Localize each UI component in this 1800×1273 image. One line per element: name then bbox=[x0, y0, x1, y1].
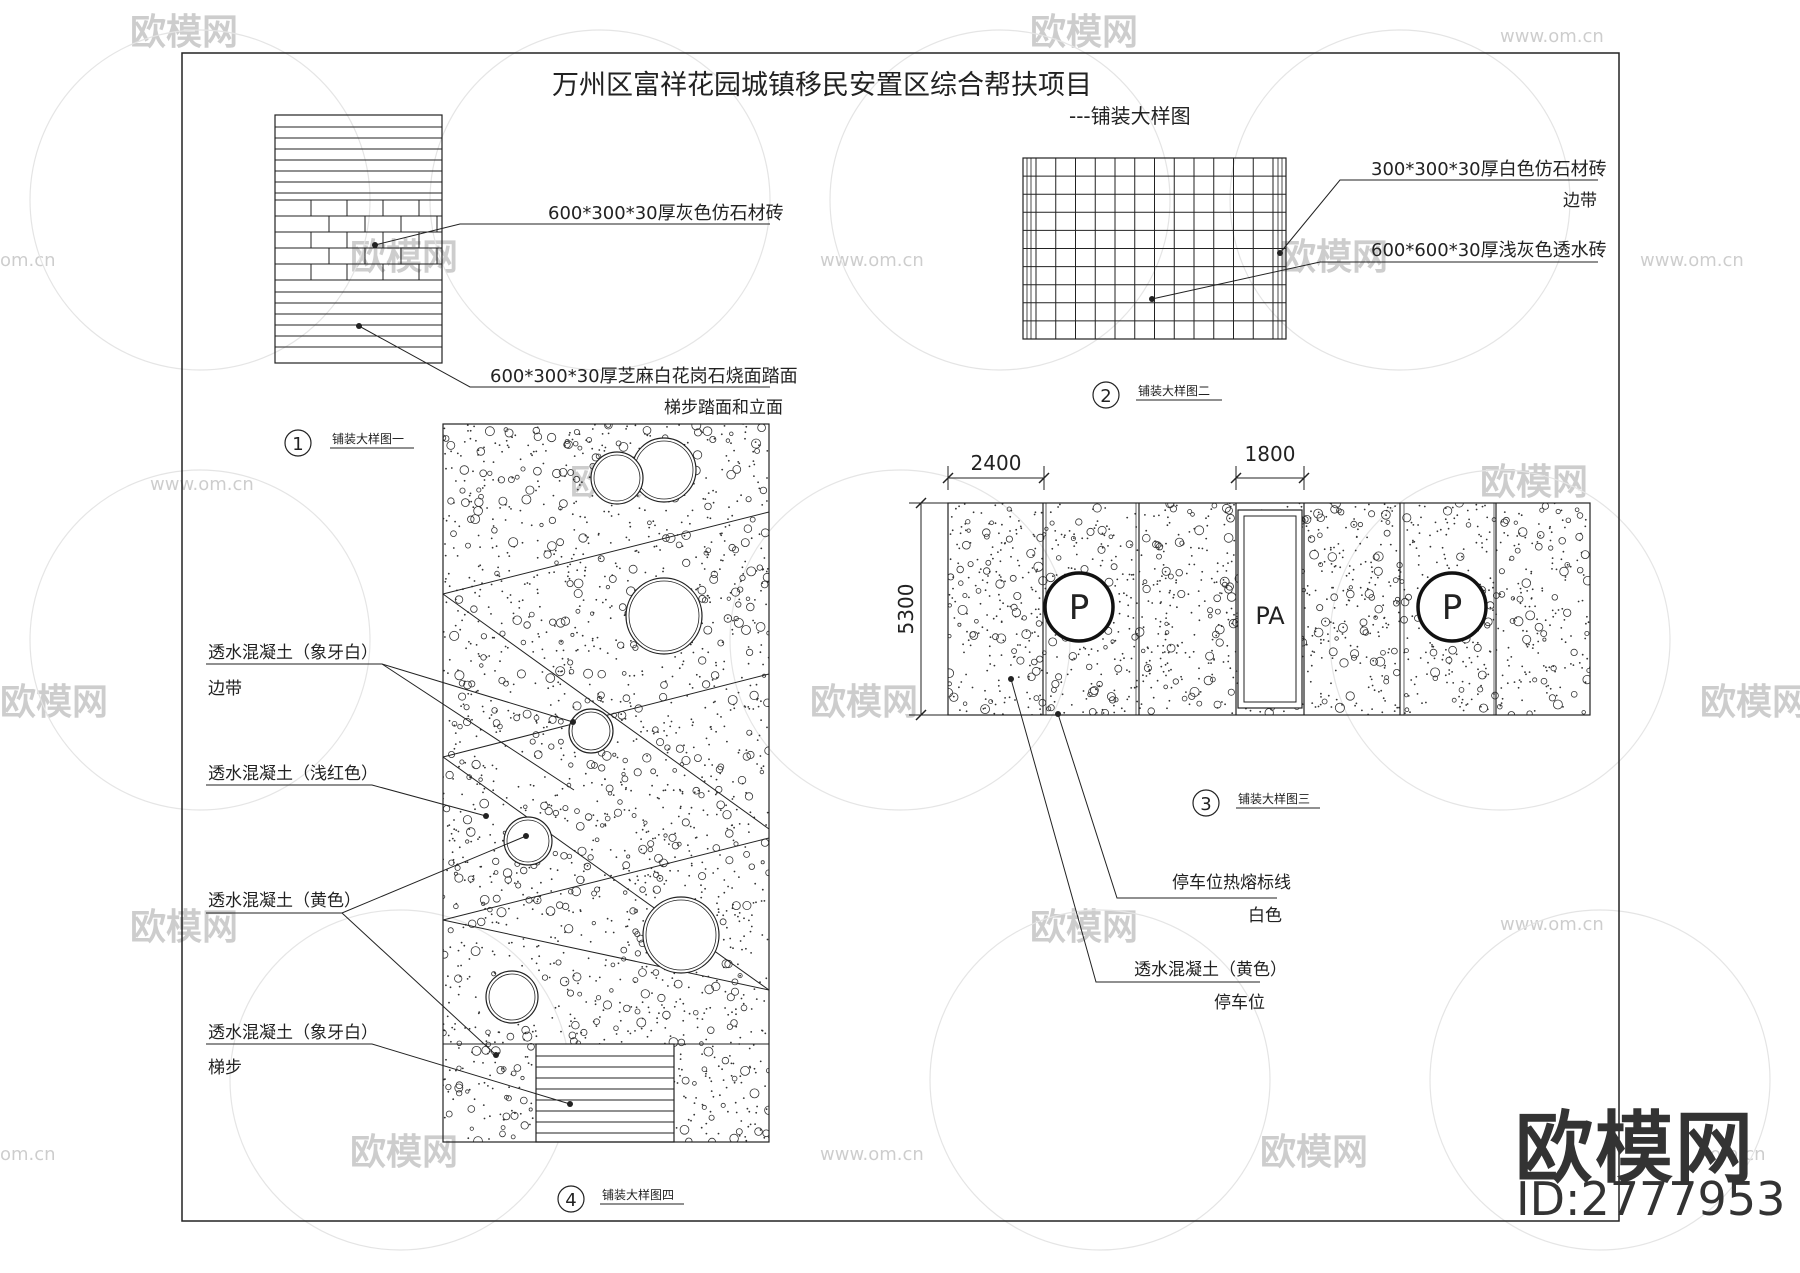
detail-1-caption: 铺装大样图一 bbox=[332, 431, 404, 446]
parking-symbol-2: P bbox=[1442, 588, 1463, 628]
detail-3: PA P P 2400 1800 5300 停车位热熔标线 白色 透水混凝土（黄… bbox=[894, 442, 1591, 1013]
dim-height-5300: 5300 bbox=[894, 584, 918, 635]
color-band-lines bbox=[442, 437, 770, 1045]
running-bond-tiles bbox=[275, 199, 442, 281]
dim-width-1800: 1800 bbox=[1245, 442, 1296, 466]
watermark-url-text: www.om.cn bbox=[820, 1144, 924, 1165]
watermark-brand-text: 欧模网 bbox=[130, 907, 238, 948]
watermark-url-text: www.om.cn bbox=[1500, 914, 1604, 935]
detail-1-label-granite: 600*300*30厚芝麻白花岗石烧面踏面 bbox=[490, 366, 798, 387]
sheet-border bbox=[181, 52, 1620, 1222]
drawing-subtitle: ---铺装大样图 bbox=[1069, 104, 1191, 128]
detail-3-caption: 铺装大样图三 bbox=[1238, 791, 1310, 806]
watermark-brand-text: 欧模网 bbox=[1280, 237, 1388, 278]
detail-3-label-concrete-sub: 停车位 bbox=[1214, 993, 1265, 1013]
detail-4-number: 4 bbox=[565, 1190, 576, 1211]
parking-symbol-circle-2 bbox=[1416, 571, 1488, 643]
detail-2-number: 2 bbox=[1100, 386, 1111, 407]
watermark-url-short-text: om.cn bbox=[1710, 1144, 1766, 1165]
step-lines bbox=[536, 1055, 674, 1134]
watermark-brand-text: 欧模网 bbox=[350, 237, 458, 278]
watermark-url-text: www.om.cn bbox=[1640, 250, 1744, 271]
watermark-brand-text: 欧模网 bbox=[1030, 907, 1138, 948]
detail-2-label-border: 300*300*30厚白色仿石材砖 bbox=[1371, 159, 1607, 180]
detail-4-label-red: 透水混凝土（浅红色） bbox=[208, 764, 378, 784]
pa-bay-box bbox=[1237, 509, 1303, 709]
dim-width-2400: 2400 bbox=[971, 451, 1022, 475]
watermark-brand-text: 欧模网 bbox=[350, 1132, 458, 1173]
parking-symbol-1: P bbox=[1069, 588, 1090, 628]
detail-2-label-border-sub: 边带 bbox=[1563, 191, 1597, 211]
parking-bay-lines bbox=[1042, 503, 1497, 715]
detail-1-number-circle bbox=[284, 429, 312, 457]
detail-2: 300*300*30厚白色仿石材砖 边带 600*600*30厚浅灰色透水砖 2… bbox=[1022, 157, 1607, 409]
permeable-tile-grid bbox=[1023, 158, 1286, 339]
watermark-url-short-text: om.cn bbox=[0, 250, 56, 271]
brand-watermark-logo: 欧模网 bbox=[1515, 1104, 1756, 1194]
watermark-url-text: www.om.cn bbox=[1500, 26, 1604, 47]
parking-symbol-circle-1 bbox=[1043, 571, 1115, 643]
detail-1-number: 1 bbox=[292, 434, 303, 455]
watermark-url-text: www.om.cn bbox=[820, 250, 924, 271]
detail-1-label-tile: 600*300*30厚灰色仿石材砖 bbox=[548, 203, 784, 224]
drawing-title: 万州区富祥花园城镇移民安置区综合帮扶项目 bbox=[552, 70, 1092, 101]
detail-4-label-steps: 透水混凝土（象牙白） bbox=[208, 1023, 378, 1043]
detail-3-number: 3 bbox=[1200, 794, 1211, 815]
watermark-brand-text: 欧模网 bbox=[1700, 682, 1800, 723]
detail-1-outline bbox=[274, 114, 443, 364]
detail-4-label-steps-sub: 梯步 bbox=[208, 1058, 242, 1078]
detail-4-outline bbox=[442, 423, 770, 1143]
concrete-stipple bbox=[443, 424, 769, 1142]
detail-3-label-concrete: 透水混凝土（黄色） bbox=[1134, 960, 1287, 980]
detail-4-label-ivory: 透水混凝土（象牙白） bbox=[208, 643, 378, 663]
detail-1-label-granite-sub: 梯步踏面和立面 bbox=[664, 398, 783, 418]
watermark-brand-text: 欧模网 bbox=[0, 682, 108, 723]
detail-4-label-yellow: 透水混凝土（黄色） bbox=[208, 891, 361, 911]
detail-1: 600*300*30厚灰色仿石材砖 600*300*30厚芝麻白花岗石烧面踏面 … bbox=[274, 114, 798, 457]
pa-label: PA bbox=[1255, 602, 1285, 630]
watermark-url-short-text: om.cn bbox=[0, 1144, 56, 1165]
watermark-brand-text: 欧模网 bbox=[130, 12, 238, 53]
detail-4-number-circle bbox=[557, 1185, 585, 1213]
detail-3-label-line-sub: 白色 bbox=[1248, 906, 1282, 926]
watermark-brand-text: 欧模网 bbox=[1260, 1132, 1368, 1173]
detail-4-label-ivory-sub: 边带 bbox=[208, 679, 242, 699]
detail-2-label-permeable: 600*600*30厚浅灰色透水砖 bbox=[1371, 240, 1607, 261]
steps-box bbox=[535, 1043, 675, 1143]
detail-4: 透水混凝土（象牙白） 边带 透水混凝土（浅红色） 透水混凝土（黄色） 透水混凝土… bbox=[206, 423, 770, 1213]
detail-2-number-circle bbox=[1092, 381, 1120, 409]
detail-2-caption: 铺装大样图二 bbox=[1138, 383, 1210, 398]
detail-4-caption: 铺装大样图四 bbox=[602, 1187, 674, 1202]
concrete-stipple bbox=[948, 503, 1590, 715]
watermark-url-text: www.om.cn bbox=[150, 474, 254, 495]
watermark-brand-text: 欧模网 bbox=[1030, 12, 1138, 53]
detail-3-number-circle bbox=[1192, 789, 1220, 817]
brand-watermark-id: ID:2777953 bbox=[1516, 1172, 1786, 1226]
detail-3-label-line: 停车位热熔标线 bbox=[1172, 873, 1291, 893]
watermark-brand-text: 欧模网 bbox=[1480, 462, 1588, 503]
watermark-layer: 欧模网欧模网欧模网欧模网欧模网欧模网欧模网欧模网欧模网欧模网欧模网欧模网欧模网w… bbox=[0, 12, 1800, 1251]
watermark-brand-text: 欧模网 bbox=[810, 682, 918, 723]
detail-3-outline bbox=[947, 502, 1591, 716]
